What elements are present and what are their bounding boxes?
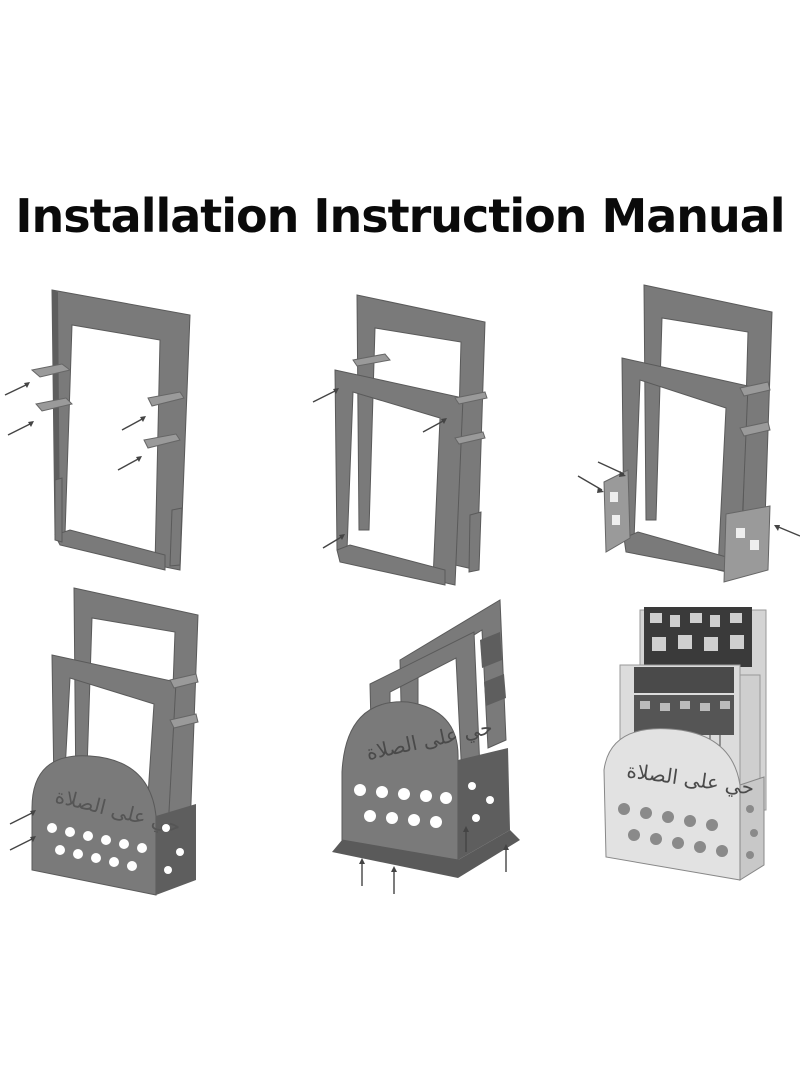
step-6-diagram: حي على الصلاة [580, 595, 800, 925]
step-2-diagram [295, 280, 535, 610]
step-5-diagram: حي على الصلاة [310, 590, 550, 920]
step-4-diagram: حي على الصلاة [0, 580, 240, 910]
page-title: Installation Instruction Manual [15, 189, 785, 243]
step-3-diagram [560, 270, 800, 600]
step-1-diagram [0, 280, 240, 610]
